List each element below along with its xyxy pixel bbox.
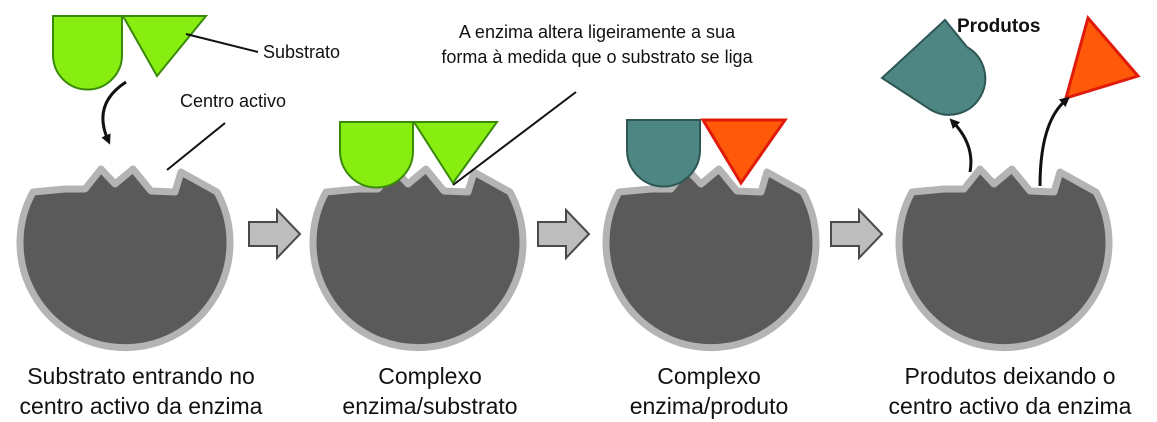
substrate-triangle (121, 15, 209, 78)
active-site-label: Centro activo (180, 91, 286, 111)
process-arrow-3 (830, 207, 884, 261)
stage-3-caption-line2: enzima/produto (630, 393, 789, 419)
substrate-label: Substrato (263, 42, 340, 62)
substrate-molecule (52, 15, 209, 91)
shape-change-pointer-line (452, 91, 577, 186)
process-arrow-1 (248, 207, 302, 261)
active-site-pointer-line (166, 122, 226, 171)
stage-2-caption-line1: Complexo (378, 363, 482, 389)
stage-1-caption-line2: centro activo da enzima (20, 393, 263, 419)
bound-substrate (339, 121, 499, 189)
bound-substrate-semicircle (339, 121, 414, 189)
process-arrow-2 (537, 207, 591, 261)
stage-4-caption-line1: Produtos deixando o (905, 363, 1116, 389)
product-exit-arrow-left (949, 118, 973, 173)
substrate-pointer-line (185, 33, 259, 53)
stage-1-enzyme (20, 169, 230, 348)
substrate-semicircle (52, 15, 123, 91)
stage-3-enzyme (606, 169, 816, 348)
products-label: Produtos (957, 16, 1040, 37)
released-product-teal (880, 18, 987, 116)
bound-substrate-triangle (412, 121, 499, 185)
bound-products (626, 118, 788, 188)
bound-product-semicircle (626, 119, 701, 188)
stage-2-enzyme (313, 169, 523, 348)
shape-change-label-line1: A enzima altera ligeiramente a sua (459, 22, 736, 42)
stage-4-caption-line2: centro activo da enzima (889, 393, 1132, 419)
stage-1-caption-line1: Substrato entrando no (27, 363, 255, 389)
stage-3-caption-line1: Complexo (657, 363, 761, 389)
stage-4-enzyme (899, 169, 1109, 348)
substrate-entry-arrow (101, 80, 127, 145)
shape-change-label-line2: forma à medida que o substrato se liga (441, 47, 753, 67)
stage-2-caption-line2: enzima/substrato (342, 393, 517, 419)
released-product-red (1063, 14, 1141, 101)
product-exit-arrow-right (1038, 96, 1070, 187)
bound-product-triangle (700, 118, 788, 186)
